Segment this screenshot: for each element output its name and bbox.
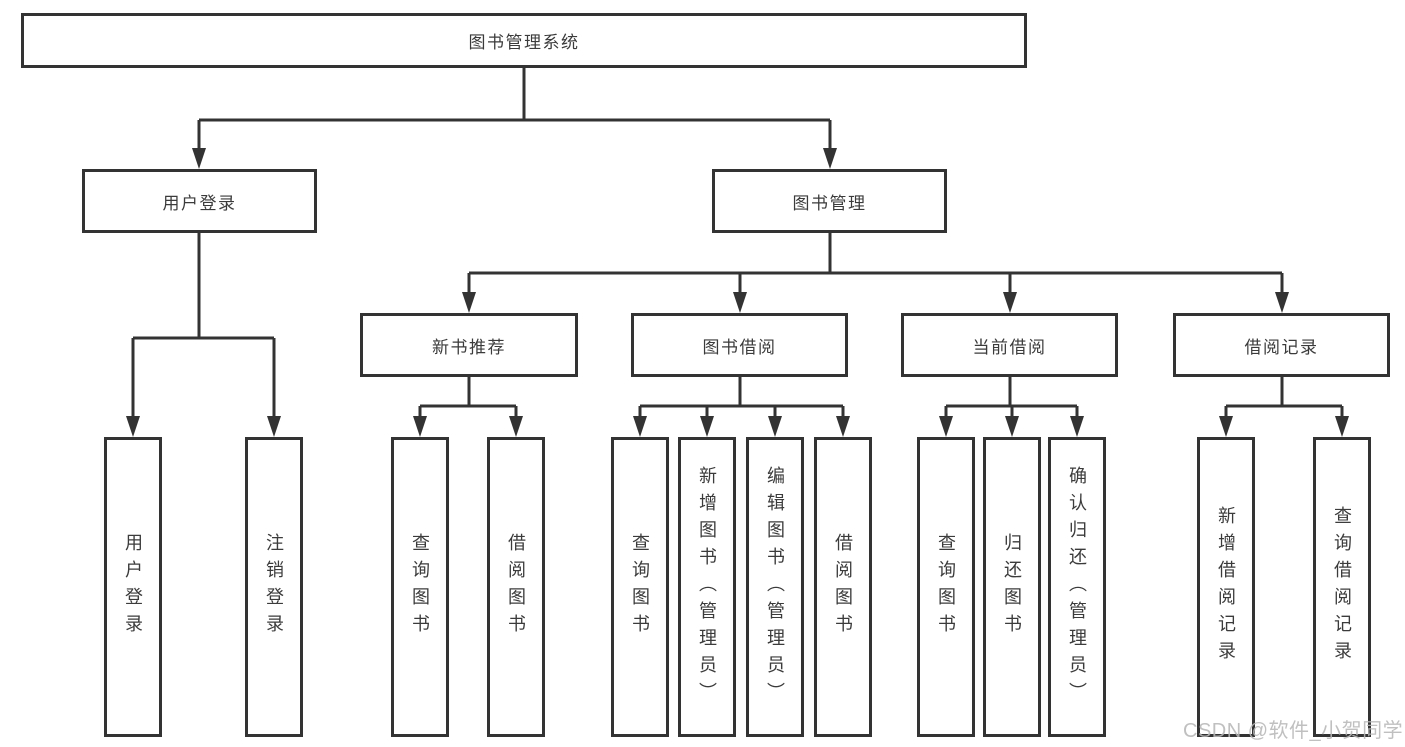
node-user-login: 用户登录: [82, 169, 317, 233]
node-library-management-system: 图书管理系统: [21, 13, 1027, 68]
leaf-borrow-books: 借阅图书: [814, 437, 872, 737]
leaf-add-book-admin: 新增图书（管理员）: [678, 437, 736, 737]
node-book-borrow: 图书借阅: [631, 313, 848, 377]
node-book-management: 图书管理: [712, 169, 947, 233]
leaf-query-books-current: 查询图书: [917, 437, 975, 737]
leaf-confirm-return-admin: 确认归还（管理员）: [1048, 437, 1106, 737]
leaf-logout: 注销登录: [245, 437, 303, 737]
arrowheads: [126, 148, 1349, 437]
leaf-query-borrow-record: 查询借阅记录: [1313, 437, 1371, 737]
leaf-user-login: 用户登录: [104, 437, 162, 737]
leaf-borrow-books-recommend: 借阅图书: [487, 437, 545, 737]
leaf-query-books-borrow: 查询图书: [611, 437, 669, 737]
node-current-borrow: 当前借阅: [901, 313, 1118, 377]
node-borrow-records: 借阅记录: [1173, 313, 1390, 377]
node-new-book-recommend: 新书推荐: [360, 313, 578, 377]
leaf-edit-book-admin: 编辑图书（管理员）: [746, 437, 804, 737]
connector-elbows: [131, 68, 1344, 424]
csdn-watermark: CSDN @软件_小贺同学: [1183, 720, 1404, 742]
leaf-add-borrow-record: 新增借阅记录: [1197, 437, 1255, 737]
leaf-return-book: 归还图书: [983, 437, 1041, 737]
leaf-query-books-recommend: 查询图书: [391, 437, 449, 737]
